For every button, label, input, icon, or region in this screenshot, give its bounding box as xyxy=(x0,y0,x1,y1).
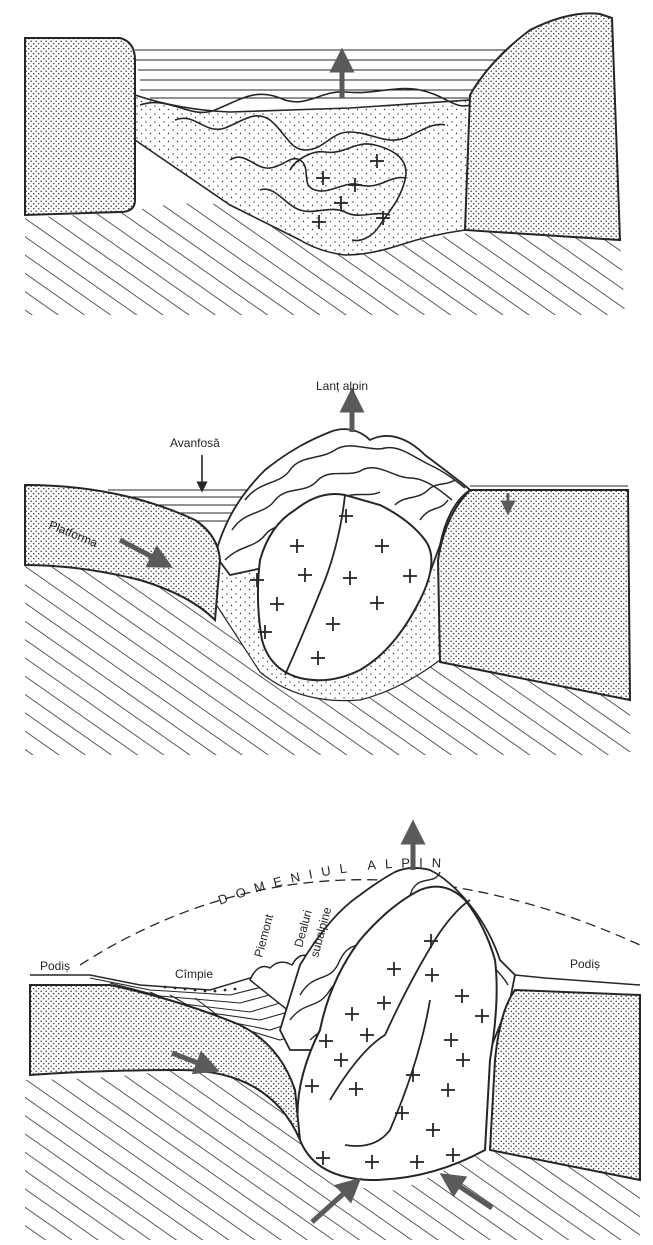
granite-core xyxy=(312,154,390,229)
panel-stage-2: Lanț alpin Avanfosă Platforma xyxy=(24,379,632,755)
plus-sign-icon xyxy=(406,1068,420,1082)
plus-sign-icon xyxy=(343,571,357,585)
plus-sign-icon xyxy=(377,996,391,1010)
plus-sign-icon xyxy=(316,1151,330,1165)
plus-sign-icon xyxy=(348,178,362,192)
up-right-arrow-icon xyxy=(310,1177,362,1224)
plus-sign-icon xyxy=(424,934,438,948)
plus-sign-icon xyxy=(370,596,384,610)
up-left-arrow-icon xyxy=(439,1173,494,1211)
plus-sign-icon xyxy=(339,509,353,523)
plus-sign-icon xyxy=(270,597,284,611)
granite-core xyxy=(250,509,417,665)
plus-sign-icon xyxy=(334,1053,348,1067)
plus-sign-icon xyxy=(334,196,348,210)
plus-sign-icon xyxy=(319,1034,333,1048)
right-platform-block xyxy=(436,489,632,702)
basement-hatched xyxy=(25,203,625,315)
label-piemont: Piemont xyxy=(251,912,276,959)
plus-sign-icon xyxy=(298,568,312,582)
basement-hatched xyxy=(25,1050,640,1240)
plus-sign-icon xyxy=(250,573,264,587)
surface-line-right xyxy=(514,974,641,986)
plus-sign-icon xyxy=(376,211,390,225)
plus-sign-icon xyxy=(425,968,439,982)
right-arrow-icon xyxy=(171,1050,220,1075)
right-rigid-block xyxy=(463,12,622,242)
plus-sign-icon xyxy=(387,962,401,976)
plus-sign-icon xyxy=(446,1148,460,1162)
label-podis-left: Podiș xyxy=(40,959,70,973)
plus-sign-icon xyxy=(456,1053,470,1067)
left-rigid-block xyxy=(24,37,136,217)
domain-arc xyxy=(79,879,641,966)
left-platform-block xyxy=(24,483,222,623)
plus-sign-icon xyxy=(365,1155,379,1169)
plus-sign-icon xyxy=(290,539,304,553)
core-internal-boundary xyxy=(284,494,346,676)
plus-sign-icon xyxy=(349,1082,363,1096)
plus-sign-icon xyxy=(311,651,325,665)
label-avanfosa: Avanfosă xyxy=(170,436,220,450)
granite-core-outline xyxy=(296,885,498,1182)
plus-sign-icon xyxy=(326,617,340,631)
plus-sign-icon xyxy=(441,1083,455,1097)
plus-sign-icon xyxy=(370,154,384,168)
label-lant-alpin: Lanț alpin xyxy=(316,379,368,393)
label-podis-right: Podiș xyxy=(570,957,600,971)
plus-sign-icon xyxy=(316,171,330,185)
core-internal-boundary xyxy=(329,899,471,1147)
left-platform-block xyxy=(29,984,301,1141)
plus-sign-icon xyxy=(312,215,326,229)
plus-sign-icon xyxy=(444,1033,458,1047)
label-cimpie: Cîmpie xyxy=(175,967,213,981)
plus-sign-icon xyxy=(258,625,272,639)
conglomerate-dots xyxy=(163,985,237,993)
plus-sign-icon xyxy=(305,1079,319,1093)
plus-sign-icon xyxy=(345,1007,359,1021)
plus-sign-icon xyxy=(426,1123,440,1137)
plus-sign-icon xyxy=(360,1028,374,1042)
right-arrow-icon xyxy=(118,537,174,568)
plus-sign-icon xyxy=(410,1155,424,1169)
panel-stage-3: DOMENIUL ALPIN Podiș Podiș Cîmpie Piemon… xyxy=(25,819,641,1240)
plus-sign-icon xyxy=(475,1009,489,1023)
granite-core xyxy=(305,934,489,1169)
basement-hatched xyxy=(25,564,630,755)
plus-sign-icon xyxy=(395,1106,409,1120)
plus-sign-icon xyxy=(403,569,417,583)
plus-sign-icon xyxy=(375,539,389,553)
panel-stage-1 xyxy=(24,12,625,315)
water-layer xyxy=(135,49,530,99)
right-platform-block xyxy=(488,988,641,1182)
plus-sign-icon xyxy=(455,989,469,1003)
folded-strata xyxy=(139,87,471,242)
